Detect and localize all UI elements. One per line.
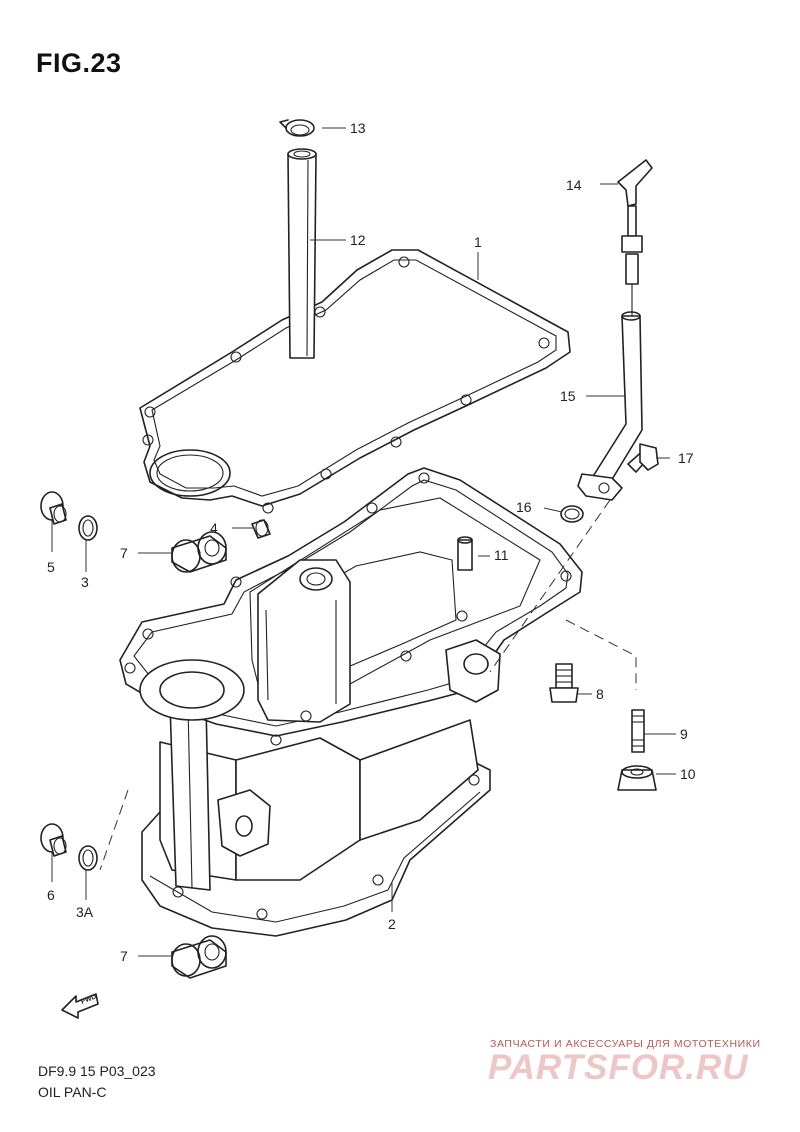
figure-name: OIL PAN-C [38,1084,107,1100]
dipstick-guide-part-15[interactable] [577,311,643,501]
callout-labels: 13 12 1 14 15 17 16 11 4 7 5 3 8 9 10 6 … [47,120,696,964]
callout-12: 12 [350,232,366,248]
stud-part-9[interactable] [631,709,645,753]
callout-15: 15 [560,388,576,404]
oil-seal-part-7-upper[interactable] [171,531,227,573]
callout-10: 10 [680,766,696,782]
callout-11: 11 [494,547,509,563]
callout-16: 16 [516,499,532,515]
bolt-part-8[interactable] [549,663,579,703]
plug-part-5[interactable] [40,491,67,525]
plug-part-6[interactable] [40,823,67,857]
callout-13: 13 [350,120,366,136]
leader-lines [51,127,676,957]
dowel-pin-part-11[interactable] [457,536,473,571]
clip-part-13[interactable] [279,119,315,137]
callout-2: 2 [388,916,396,932]
o-ring-part-16[interactable] [560,505,584,523]
figure-title: FIG.23 [36,48,122,78]
callout-6: 6 [47,887,55,903]
fwd-arrow-icon: FWD [61,993,99,1019]
watermark-tagline: ЗАПЧАСТИ И АКСЕССУАРЫ ДЛЯ МОТОТЕХНИКИ [490,1038,761,1050]
callout-5: 5 [47,559,55,575]
callout-8: 8 [596,686,604,702]
model-code: DF9.9 15 P03_023 [38,1063,156,1079]
callout-7-upper: 7 [120,545,128,561]
callout-3: 3 [81,574,89,590]
washer-part-3[interactable] [78,515,98,541]
bolt-part-17[interactable] [627,443,659,473]
oil-pan-part[interactable] [119,467,583,937]
callout-1: 1 [474,234,482,250]
oil-seal-part-7-lower[interactable] [171,935,227,979]
washer-part-3a[interactable] [78,845,98,871]
dipstick-part-14[interactable] [617,159,653,316]
gasket-part[interactable] [139,249,571,514]
watermark-logo: PARTSFOR.RU [488,1048,749,1087]
callout-17: 17 [678,450,694,466]
callout-7-lower: 7 [120,948,128,964]
plug-part-4[interactable] [251,519,271,539]
callout-9: 9 [680,726,688,742]
callout-14: 14 [566,177,582,193]
callout-4: 4 [210,520,218,536]
nut-part-10[interactable] [617,765,657,791]
pipe-part-12[interactable] [287,148,317,359]
callout-3a: 3A [76,904,94,920]
